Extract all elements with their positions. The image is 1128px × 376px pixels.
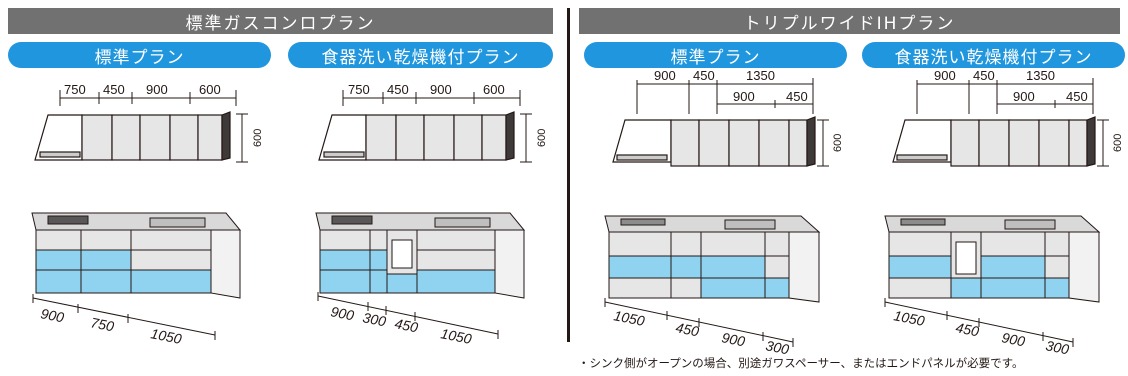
lower-dimension-line [604,298,794,347]
height-dimension [520,113,532,163]
upper-cabinets [318,111,515,161]
upper-cabinets [34,111,231,161]
upper-dim-0: 900 [934,68,956,83]
lower-dim-0: 900 [329,303,355,323]
section-divider [567,8,570,342]
upper-dim-1: 450 [387,82,409,97]
upper-cabinets [612,116,816,167]
lower-dim-1: 450 [674,319,700,339]
upper-dim-2: 900 [146,82,168,97]
lower-cabinets [315,212,526,299]
upper-sub-dim-1: 450 [1066,89,1088,104]
upper-dimension-line [636,78,814,114]
lower-cabinets [604,215,821,303]
height-dimension [236,113,248,163]
upper-dim-0: 750 [64,82,86,97]
lower-dim-0: 1050 [612,307,646,329]
upper-dimension-line [916,78,1094,114]
upper-cabinets [892,116,1096,167]
lower-dim-2: 900 [720,329,746,349]
upper-sub-dim-1: 450 [786,89,808,104]
upper-dim-3: 600 [199,82,221,97]
upper-dim-0: 900 [654,68,676,83]
height-dim-label: 600 [536,129,548,147]
lower-dim-3: 300 [1044,337,1070,357]
upper-dim-2: 1350 [1026,68,1055,83]
section-header-gas: 標準ガスコンロプラン [8,8,553,34]
kitchen-drawing-gas-standard: 750 450 900 600 600 900 750 1050 [31,82,264,347]
upper-dimension-line [59,90,237,106]
kitchen-drawing-ih-standard: 900 450 1350 900 450 600 1050 450 900 30… [604,68,844,357]
height-dim-label: 600 [832,134,844,152]
height-dim-label: 600 [252,129,264,147]
lower-dim-1: 300 [361,309,387,329]
lower-dim-0: 900 [39,305,65,325]
upper-dim-1: 450 [103,82,125,97]
lower-dim-1: 750 [89,314,115,334]
plan-pill-ih-standard: 標準プラン [584,42,847,68]
upper-sub-dim-0: 900 [1013,89,1035,104]
height-dim-label: 600 [1112,134,1124,152]
height-dimension [817,119,829,167]
section-header-ih: トリプルワイドIHプラン [579,8,1120,34]
upper-dim-3: 600 [483,82,505,97]
lower-dim-3: 1050 [439,325,473,347]
upper-sub-dim-0: 900 [733,89,755,104]
lower-dimension-line [317,292,499,339]
upper-dim-2: 1350 [746,68,775,83]
lower-dimension-line [32,294,216,340]
height-dimension [1097,119,1109,167]
kitchen-drawing-ih-dishwasher: 900 450 1350 900 450 600 1050 450 900 30… [884,68,1124,357]
footnote: ・シンク側がオープンの場合、別途ガワスペーサー、またはエンドパネルが必要です。 [578,356,1024,370]
upper-dim-1: 450 [973,68,995,83]
upper-dim-1: 450 [693,68,715,83]
plan-pill-ih-dishwasher: 食器洗い乾燥機付プラン [862,42,1125,68]
upper-dimension-line [342,90,521,106]
lower-dim-3: 300 [764,337,790,357]
lower-dim-0: 1050 [892,307,926,329]
lower-cabinets [884,215,1101,303]
kitchen-drawing-gas-dishwasher: 750 450 900 600 600 900 300 450 1050 [315,82,548,347]
lower-dim-1: 450 [954,319,980,339]
plan-pill-gas-standard: 標準プラン [8,42,271,68]
lower-dimension-line [884,298,1074,347]
lower-dim-2: 900 [1000,329,1026,349]
plan-pill-gas-dishwasher: 食器洗い乾燥機付プラン [288,42,553,68]
lower-dim-2: 1050 [149,325,183,347]
upper-dim-0: 750 [348,82,370,97]
upper-dim-2: 900 [430,82,452,97]
lower-dim-2: 450 [393,315,419,335]
lower-cabinets [31,212,242,299]
